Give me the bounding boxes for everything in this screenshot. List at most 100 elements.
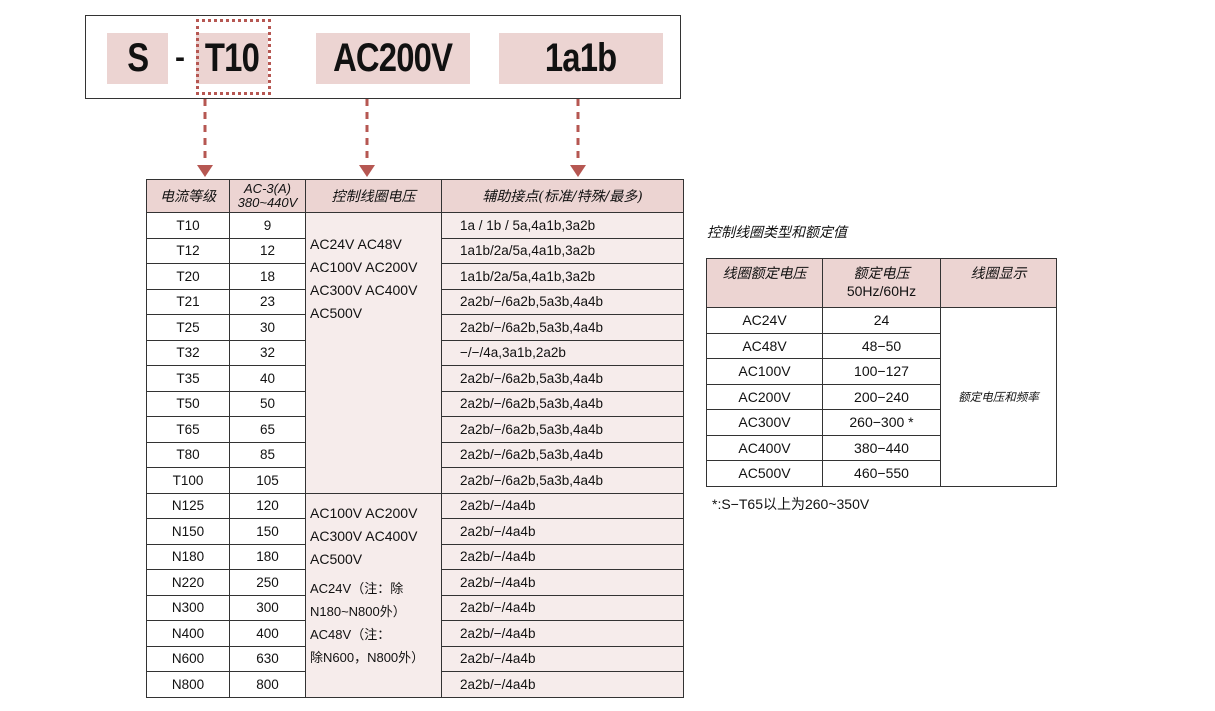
ac3-current-cell: 300 (229, 594, 306, 621)
rating-code-cell: N400 (146, 620, 230, 647)
header-rating: 电流等级 (146, 179, 230, 213)
aux-contact-cell: 2a2b/−/6a2b,5a3b,4a4b (441, 467, 684, 494)
rating-code-cell: T35 (146, 365, 230, 392)
aux-contact-cell: 2a2b/−/6a2b,5a3b,4a4b (441, 288, 684, 315)
header-ac3-line1: AC-3(A) (244, 181, 291, 196)
coil-range-cell: 460−550 (822, 460, 941, 487)
coil-rated-cell: AC500V (706, 460, 823, 487)
rating-code-cell: N300 (146, 594, 230, 621)
model-code-frame-size: T10 (196, 33, 268, 84)
header-coil-display-text: 线圈显示 (970, 266, 1027, 282)
aux-contact-cell: 2a2b/−/4a4b (441, 671, 684, 698)
header-coil-range-line2: 50Hz/60Hz (846, 283, 917, 299)
model-code-series: S (107, 33, 168, 84)
ac3-current-cell: 120 (229, 492, 306, 519)
aux-contact-cell: 2a2b/−/6a2b,5a3b,4a4b (441, 441, 684, 468)
ac3-current-cell: 630 (229, 645, 306, 672)
coil-rated-cell: AC400V (706, 434, 823, 461)
aux-contact-cell: 2a2b/−/6a2b,5a3b,4a4b (441, 314, 684, 341)
rating-code-cell: T10 (146, 212, 230, 239)
coil-voltage-text: AC200V (333, 36, 453, 80)
header-coil-rated-text: 线圈额定电压 (722, 266, 807, 282)
header-coil-range: 额定电压 50Hz/60Hz (822, 258, 941, 308)
rating-code-cell: T80 (146, 441, 230, 468)
ac3-current-cell: 23 (229, 288, 306, 315)
aux-contact-cell: 1a1b/2a/5a,4a1b,3a2b (441, 237, 684, 264)
aux-contact-cell: 2a2b/−/6a2b,5a3b,4a4b (441, 390, 684, 417)
rating-code-cell: N600 (146, 645, 230, 672)
table-header-row: 电流等级 AC-3(A) 380~440V 控制线圈电压 辅助接点(标准/特殊/… (146, 179, 684, 213)
coil-range-cell: 380−440 (822, 434, 941, 461)
coil-voltage-group-t: AC24V AC48V AC100V AC200V AC300V AC400V … (305, 212, 442, 494)
coil-rated-cell: AC200V (706, 383, 823, 410)
coil-voltage-list-t: AC24V AC48V AC100V AC200V AC300V AC400V … (310, 236, 418, 321)
ac3-current-cell: 32 (229, 339, 306, 366)
arrow-to-aux-column (570, 99, 586, 177)
rating-code-cell: N150 (146, 518, 230, 545)
coil-range-cell: 260−300 * (822, 409, 941, 436)
ac3-current-cell: 180 (229, 543, 306, 570)
rating-code-cell: T21 (146, 288, 230, 315)
arrow-to-rating-column (197, 99, 213, 177)
coil-rated-cell: AC300V (706, 409, 823, 436)
rating-code-cell: N800 (146, 671, 230, 698)
aux-contact-cell: 2a2b/−/4a4b (441, 645, 684, 672)
ac3-current-cell: 50 (229, 390, 306, 417)
aux-contact-cell: 1a / 1b / 5a,4a1b,3a2b (441, 212, 684, 239)
rating-code-cell: N125 (146, 492, 230, 519)
ac3-current-cell: 40 (229, 365, 306, 392)
rating-code-cell: T25 (146, 314, 230, 341)
aux-contact-cell: −/−/4a,3a1b,2a2b (441, 339, 684, 366)
ac3-current-cell: 85 (229, 441, 306, 468)
aux-contact-cell: 2a2b/−/4a4b (441, 620, 684, 647)
aux-contacts-text: 1a1b (545, 36, 617, 80)
frame-size-text: T10 (204, 36, 260, 80)
ac3-current-cell: 18 (229, 263, 306, 290)
coil-range-cell: 200−240 (822, 383, 941, 410)
rating-code-cell: N220 (146, 569, 230, 596)
aux-contact-cell: 2a2b/−/4a4b (441, 543, 684, 570)
model-code-coil-voltage: AC200V (316, 33, 470, 84)
aux-contact-cell: 2a2b/−/6a2b,5a3b,4a4b (441, 365, 684, 392)
header-coil-range-line1: 额定电压 (853, 266, 910, 282)
coil-range-cell: 100−127 (822, 358, 941, 385)
ac3-current-cell: 250 (229, 569, 306, 596)
coil-rated-cell: AC48V (706, 332, 823, 359)
ac3-current-cell: 30 (229, 314, 306, 341)
rating-code-cell: T12 (146, 237, 230, 264)
rating-code-cell: T32 (146, 339, 230, 366)
coil-rated-cell: AC24V (706, 307, 823, 334)
frame-size-highlight (196, 19, 271, 95)
ac3-current-cell: 800 (229, 671, 306, 698)
model-code-separator: - (175, 41, 185, 74)
header-coil: 控制线圈电压 (305, 179, 442, 213)
aux-contact-cell: 1a1b/2a/5a,4a1b,3a2b (441, 263, 684, 290)
rating-code-cell: T65 (146, 416, 230, 443)
ac3-current-cell: 12 (229, 237, 306, 264)
ac3-current-cell: 400 (229, 620, 306, 647)
coil-voltage-note-n: AC24V（注：除 N180~N800外） AC48V（注： 除N600，N80… (310, 580, 425, 665)
ac3-current-cell: 9 (229, 212, 306, 239)
header-coil-display: 线圈显示 (940, 258, 1057, 308)
coil-range-cell: 24 (822, 307, 941, 334)
contactor-spec-table: 电流等级 AC-3(A) 380~440V 控制线圈电压 辅助接点(标准/特殊/… (146, 179, 684, 698)
coil-table-footnote: *:S−T65以上为260~350V (712, 496, 870, 512)
aux-contact-cell: 2a2b/−/4a4b (441, 569, 684, 596)
